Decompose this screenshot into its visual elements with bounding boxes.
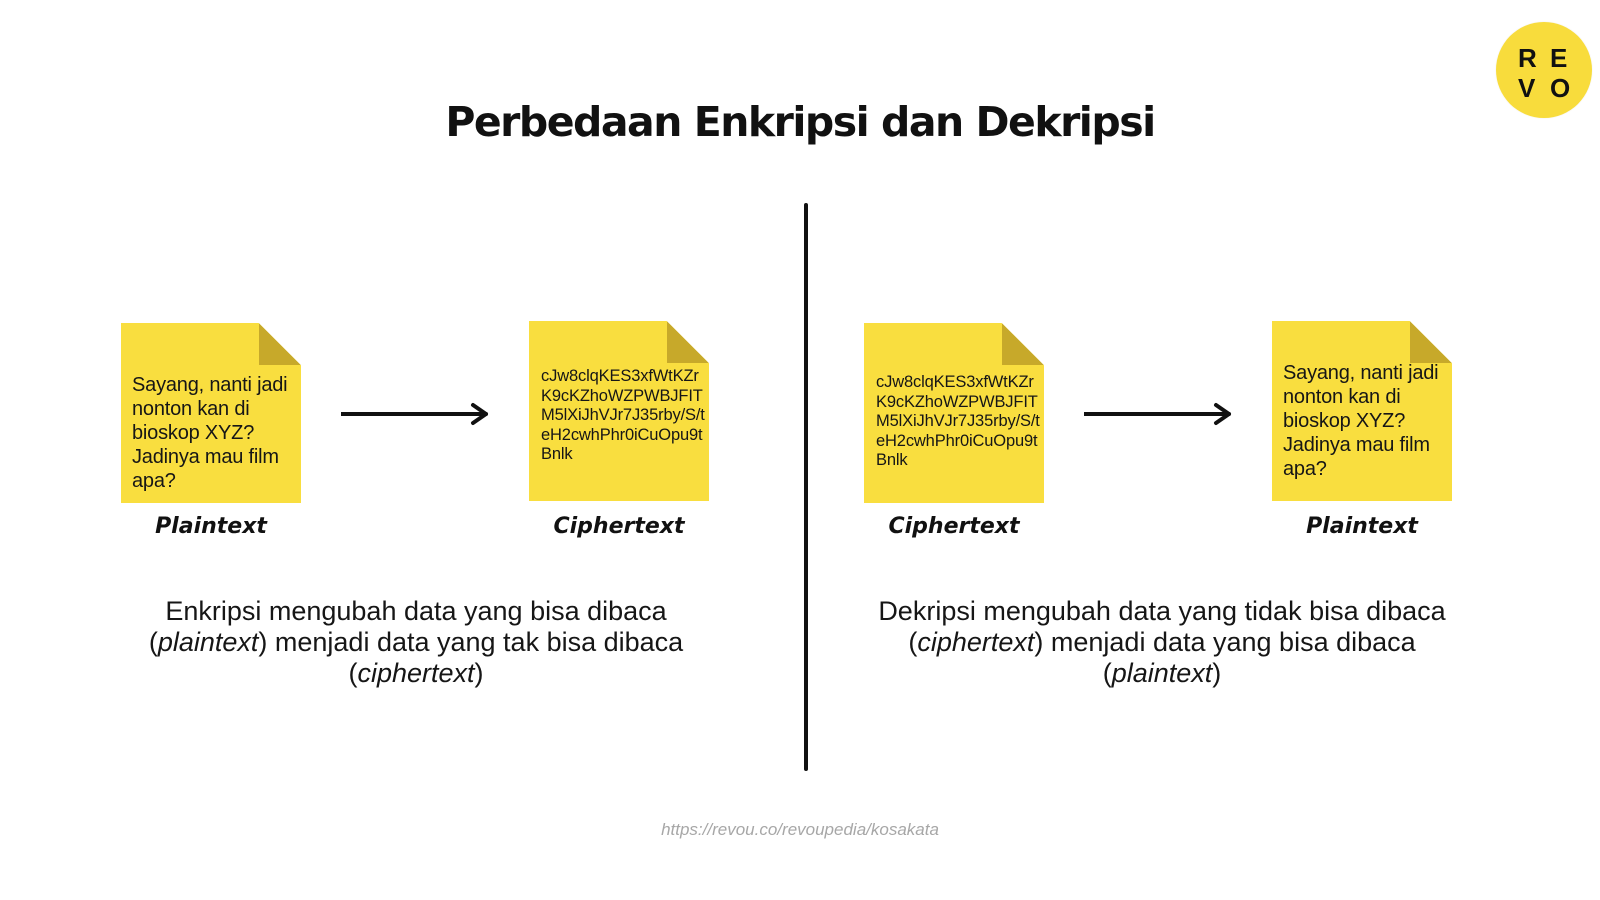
desc-text: ) [474, 658, 484, 688]
logo-letter-v: V [1518, 73, 1536, 103]
desc-text: Enkripsi mengubah data yang bisa dibaca … [148, 596, 667, 657]
ciphertext-content: cJw8clqKES3xfWtKZrK9cKZhoWZPWBJFITM5lXiJ… [876, 373, 1040, 469]
plaintext-note-decryption: Sayang, nanti jadi nonton kan di bioskop… [1272, 321, 1452, 501]
ciphertext-content: cJw8clqKES3xfWtKZrK9cKZhoWZPWBJFITM5lXiJ… [541, 367, 705, 463]
note-fold-corner [259, 323, 301, 365]
note-fold-corner [667, 321, 709, 363]
page-title: Perbedaan Enkripsi dan Dekripsi [445, 98, 1156, 146]
logo-letter-r: R [1518, 43, 1537, 73]
desc-italic-term: plaintext [1111, 658, 1213, 688]
ciphertext-note-encryption: cJw8clqKES3xfWtKZrK9cKZhoWZPWBJFITM5lXiJ… [529, 321, 709, 501]
note-fold-corner [1002, 323, 1044, 365]
ciphertext-label-decryption: Ciphertext [888, 514, 1020, 539]
ciphertext-note-decryption: cJw8clqKES3xfWtKZrK9cKZhoWZPWBJFITM5lXiJ… [864, 323, 1044, 503]
desc-text: ) menjadi data yang tak bisa dibaca ( [258, 627, 684, 688]
section-divider [804, 203, 808, 771]
encryption-arrow [341, 403, 488, 425]
plaintext-note-encryption: Sayang, nanti jadi nonton kan di bioskop… [121, 323, 301, 503]
plaintext-content: Sayang, nanti jadi nonton kan di bioskop… [132, 374, 288, 492]
ciphertext-label-encryption: Ciphertext [553, 514, 685, 539]
logo-letter-e: E [1550, 43, 1568, 73]
encryption-description: Enkripsi mengubah data yang bisa dibaca … [106, 596, 726, 689]
plaintext-label-decryption: Plaintext [1306, 514, 1418, 539]
plaintext-label-encryption: Plaintext [155, 514, 267, 539]
desc-italic-term: plaintext [157, 627, 259, 657]
desc-text: ) menjadi data yang bisa dibaca ( [1034, 627, 1416, 688]
desc-text: ) [1212, 658, 1222, 688]
logo-letter-o: O [1550, 73, 1571, 103]
desc-text: Dekripsi mengubah data yang tidak bisa d… [878, 596, 1446, 657]
desc-italic-term: ciphertext [917, 627, 1035, 657]
revo-logo: R E V O [1496, 22, 1592, 118]
decryption-description: Dekripsi mengubah data yang tidak bisa d… [852, 596, 1472, 689]
note-fold-corner [1410, 321, 1452, 363]
plaintext-content: Sayang, nanti jadi nonton kan di bioskop… [1283, 362, 1439, 480]
source-link[interactable]: https://revou.co/revoupedia/kosakata [661, 820, 939, 839]
desc-italic-term: ciphertext [357, 658, 475, 688]
decryption-arrow [1084, 403, 1231, 425]
